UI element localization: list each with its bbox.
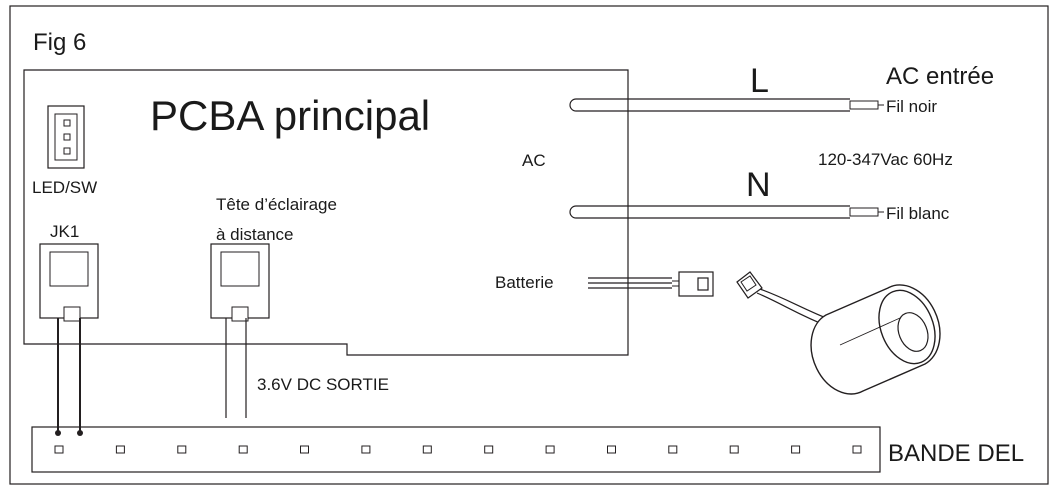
led-chip — [668, 445, 678, 454]
led-chip — [115, 445, 125, 454]
led-chip — [238, 445, 248, 454]
led-chip — [177, 445, 187, 454]
remote-head-connector — [210, 243, 270, 418]
connector-pin — [63, 133, 71, 141]
figure-frame — [9, 5, 1049, 485]
led-strip — [31, 426, 881, 473]
ac-rating-label: 120-347Vac 60Hz — [818, 150, 953, 169]
led-sw-label: LED/SW — [32, 178, 97, 197]
remote-head-label-line1: Tête d’éclairage — [216, 195, 337, 214]
figure-label: Fig 6 — [33, 29, 86, 56]
led-chip — [300, 445, 309, 454]
neutral-letter: N — [746, 166, 771, 204]
led-chip — [422, 445, 432, 454]
connector-pin — [63, 119, 71, 127]
dc-output-label: 3.6V DC SORTIE — [257, 375, 389, 394]
pcba-board-outline — [23, 69, 629, 356]
led-chip — [607, 445, 616, 454]
ac-input-title: AC entrée — [886, 63, 994, 90]
led-chip — [484, 445, 494, 454]
remote-head-label-line2: à distance — [216, 225, 294, 244]
led-chip — [729, 445, 739, 454]
solder-point — [55, 430, 61, 436]
led-sw-connector — [47, 105, 85, 169]
pcba-title: PCBA principal — [150, 92, 430, 139]
led-strip-label: BANDE DEL — [888, 440, 1024, 467]
jk1-connector — [39, 243, 99, 436]
line-wire-label: Fil noir — [886, 97, 937, 116]
neutral-wire — [569, 205, 884, 219]
battery-cable — [588, 277, 679, 289]
led-chip — [852, 445, 862, 454]
battery-plug-female — [678, 271, 714, 297]
battery-label: Batterie — [495, 273, 554, 292]
solder-point — [77, 430, 83, 436]
neutral-wire-label: Fil blanc — [886, 204, 950, 223]
led-chip — [361, 445, 371, 454]
led-chip — [545, 445, 555, 454]
ac-board-label: AC — [522, 151, 546, 170]
connector-pin — [63, 147, 71, 155]
led-chip — [54, 445, 64, 454]
led-strip-leds — [54, 445, 862, 454]
led-chip — [791, 445, 801, 454]
battery-pack — [810, 284, 941, 395]
jk1-label: JK1 — [50, 222, 79, 241]
line-letter: L — [750, 62, 769, 100]
line-wire — [569, 98, 884, 112]
